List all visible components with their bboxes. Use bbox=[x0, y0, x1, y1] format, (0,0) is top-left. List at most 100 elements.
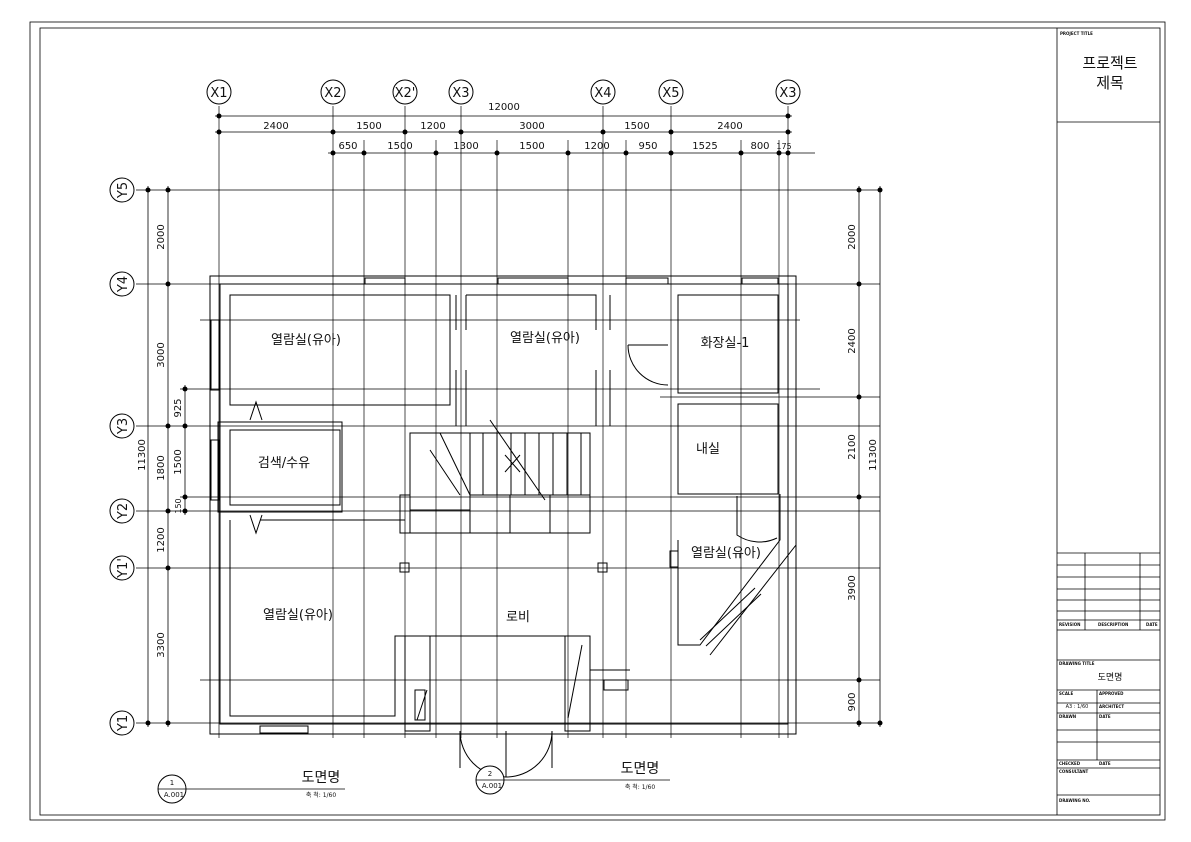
grid-bubble bbox=[775, 79, 801, 105]
drawing-number: 1 bbox=[170, 779, 174, 787]
dim-left-total: 11300 bbox=[137, 439, 148, 471]
title-block: PROJECT TITLE 프로젝트 제목 REVISION DESCRIPTI… bbox=[1056, 28, 1160, 815]
dim-text: 1500 bbox=[387, 141, 412, 152]
dim-text: 175 bbox=[776, 142, 791, 151]
revision-label: REVISION bbox=[1059, 622, 1081, 627]
grid-bubble bbox=[206, 79, 232, 105]
dim-text: 650 bbox=[338, 141, 357, 152]
dim-text: 3000 bbox=[156, 342, 167, 367]
dim-right: 2000 2400 2100 3900 900 bbox=[847, 224, 858, 711]
dim-left: 2000 3000 1800 1200 3300 bbox=[156, 224, 167, 657]
approved-label: APPROVED bbox=[1099, 691, 1124, 696]
room-label-reading-3: 열람실(유아) bbox=[691, 546, 761, 561]
grid-bubble bbox=[590, 79, 616, 105]
dim-text: 1500 bbox=[356, 121, 381, 132]
grid-bubble bbox=[109, 498, 135, 524]
dim-text: 1525 bbox=[692, 141, 717, 152]
grid-label-x1: X1 bbox=[210, 86, 227, 101]
sheet-outer-border bbox=[29, 21, 1166, 821]
dim-text: 1200 bbox=[584, 141, 609, 152]
grid-label-x3: X3 bbox=[452, 86, 469, 101]
drawing-number: 2 bbox=[488, 770, 492, 778]
scale-label: SCALE bbox=[1059, 691, 1073, 696]
drawing-sheet: A.001 bbox=[482, 782, 502, 790]
dim-text: 3900 bbox=[847, 575, 858, 600]
grid-bubble bbox=[109, 413, 135, 439]
dim-text: 950 bbox=[638, 141, 657, 152]
room-label-reading-2: 열람실(유아) bbox=[510, 331, 580, 346]
architect-label: ARCHITECT bbox=[1099, 704, 1124, 709]
room-label-reading-1: 열람실(유아) bbox=[271, 333, 341, 348]
drawing-sheet: A.001 bbox=[164, 791, 184, 799]
dim-text: 2000 bbox=[156, 224, 167, 249]
drawing-label-1: 1 A.001 도면명 축 척: 1/60 bbox=[157, 770, 345, 804]
doors bbox=[249, 344, 778, 778]
date2-label: DATE bbox=[1099, 714, 1111, 719]
sheet-inner-border bbox=[39, 27, 1161, 816]
dim-text: 800 bbox=[750, 141, 769, 152]
dim-text: 1300 bbox=[453, 141, 478, 152]
grid-label-y2: Y2 bbox=[116, 503, 131, 520]
grid-label-y4: Y4 bbox=[116, 276, 131, 293]
left-dimension-lines bbox=[145, 186, 188, 727]
grid-bubble bbox=[109, 710, 135, 736]
drawing-title-label: DRAWING TITLE bbox=[1059, 661, 1095, 666]
dim-text: 2400 bbox=[263, 121, 288, 132]
dim-text: 150 bbox=[174, 498, 183, 513]
room-labels: 열람실(유아) 열람실(유아) 화장실-1 내실 검색/수유 열람실(유아) 열… bbox=[258, 331, 761, 625]
drawing-scale: 축 척: 1/60 bbox=[306, 791, 337, 799]
grid-label-x4: X4 bbox=[594, 86, 611, 101]
grid-label-y1: Y1 bbox=[116, 715, 131, 732]
dim-top-total: 12000 bbox=[488, 102, 520, 113]
dim-text: 1800 bbox=[156, 455, 167, 480]
project-title-label: PROJECT TITLE bbox=[1060, 31, 1093, 36]
dim-text: 2000 bbox=[847, 224, 858, 249]
dim-text: 3300 bbox=[156, 632, 167, 657]
room-label-inner: 내실 bbox=[696, 442, 720, 457]
grid-bubble bbox=[448, 79, 474, 105]
dim-text: 1500 bbox=[173, 449, 184, 474]
dim-text: 2400 bbox=[717, 121, 742, 132]
grid-label-x2: X2 bbox=[324, 86, 341, 101]
grid-bubbles-x: X1 X2 X2' X3 X4 X5 X3 bbox=[206, 79, 801, 105]
description-label: DESCRIPTION bbox=[1098, 622, 1128, 627]
dim-text: 1500 bbox=[624, 121, 649, 132]
dim-text: 2400 bbox=[847, 328, 858, 353]
grid-bubble bbox=[320, 79, 346, 105]
drawing-title: 도면명 bbox=[302, 770, 341, 786]
drawing-title-value: 도면명 bbox=[1098, 672, 1123, 683]
dim-text: 925 bbox=[173, 398, 184, 417]
room-label-toilet: 화장실-1 bbox=[701, 336, 750, 351]
grid-label-x3b: X3 bbox=[779, 86, 796, 101]
dim-text: 1200 bbox=[156, 527, 167, 552]
dim-right-total: 11300 bbox=[868, 439, 879, 471]
grid-label-x2p: X2' bbox=[395, 86, 416, 101]
grid-lines-horizontal bbox=[136, 189, 880, 724]
drawing-no-label: DRAWING NO. bbox=[1059, 798, 1091, 803]
consultant-label: CONSULTANT bbox=[1059, 769, 1089, 774]
grid-label-x5: X5 bbox=[662, 86, 679, 101]
drawn-label: DRAWN bbox=[1059, 714, 1076, 719]
dim-top-row2: 650 1500 1300 1500 1200 950 1525 800 175 bbox=[338, 141, 791, 152]
dim-top-row1: 2400 1500 1200 3000 1500 2400 bbox=[263, 121, 742, 132]
grid-bubble bbox=[109, 555, 135, 581]
drawing-label-2: 2 A.001 도면명 축 척: 1/60 bbox=[475, 761, 670, 795]
room-label-reading-4: 열람실(유아) bbox=[263, 608, 333, 623]
grid-label-y3: Y3 bbox=[116, 418, 131, 435]
walls bbox=[209, 275, 797, 768]
dim-text: 3000 bbox=[519, 121, 544, 132]
scale-value: A3 : 1/60 bbox=[1066, 704, 1089, 710]
room-label-lobby: 로비 bbox=[506, 610, 530, 625]
project-title-line1: 프로젝트 bbox=[1082, 54, 1137, 72]
grid-bubbles-y: Y5 Y4 Y3 Y2 Y1' Y1 bbox=[109, 177, 135, 736]
staircase bbox=[399, 419, 591, 534]
dim-text: 2100 bbox=[847, 434, 858, 459]
checked-label: CHECKED bbox=[1059, 761, 1081, 766]
drawing-scale: 축 척: 1/60 bbox=[625, 783, 656, 791]
top-dimension-lines bbox=[215, 113, 815, 156]
right-dimension-lines bbox=[856, 186, 883, 727]
project-title-line2: 제목 bbox=[1096, 74, 1124, 92]
room-label-search: 검색/수유 bbox=[258, 456, 310, 471]
grid-bubble bbox=[109, 177, 135, 203]
